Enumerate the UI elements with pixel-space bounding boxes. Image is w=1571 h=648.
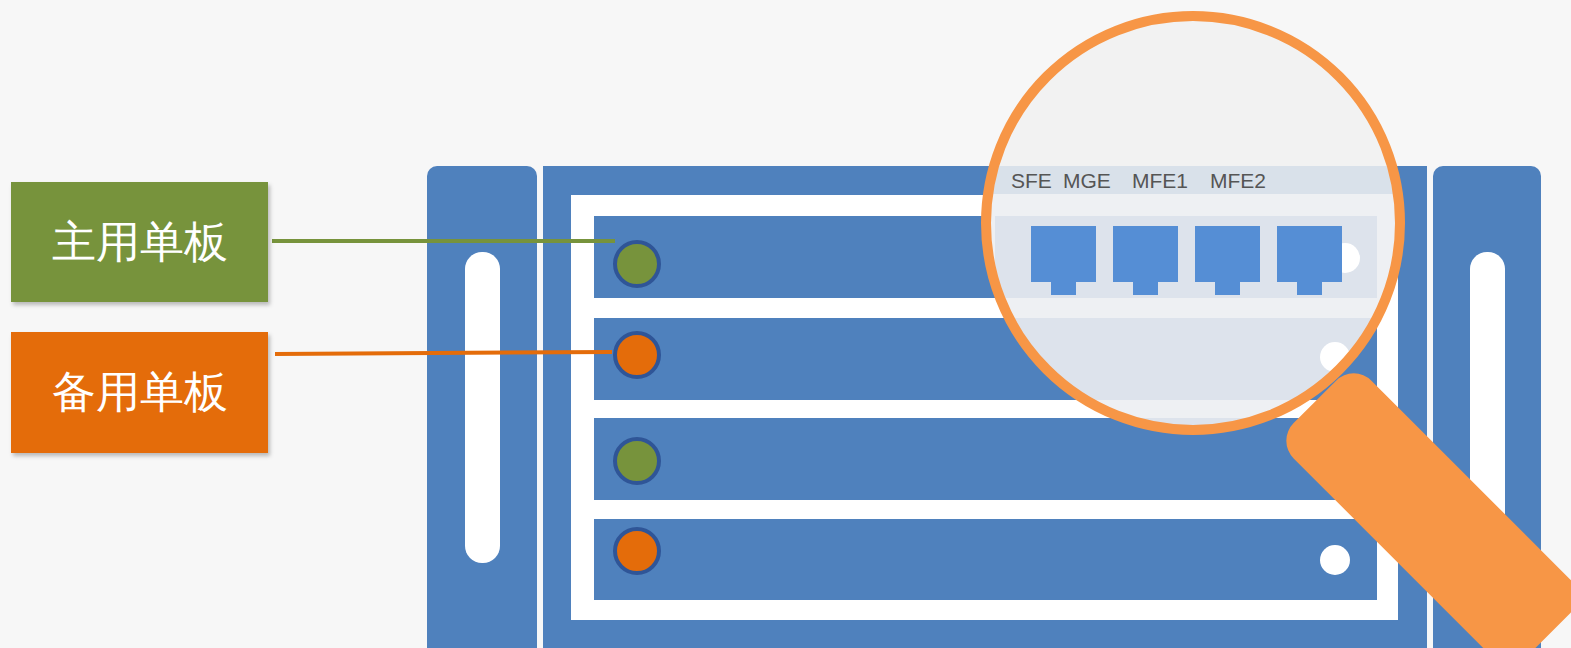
port-label: MFE1 [1132, 169, 1188, 193]
port-label: MGE [1063, 169, 1111, 193]
primary-board-label: 主用单板 [11, 182, 268, 302]
port-label: MFE2 [1210, 169, 1266, 193]
standby-board-label: 备用单板 [11, 332, 268, 453]
board-label-text: 主用单板 [52, 213, 228, 272]
board-label-text: 备用单板 [52, 363, 228, 422]
port-label: SFE [1011, 169, 1052, 193]
